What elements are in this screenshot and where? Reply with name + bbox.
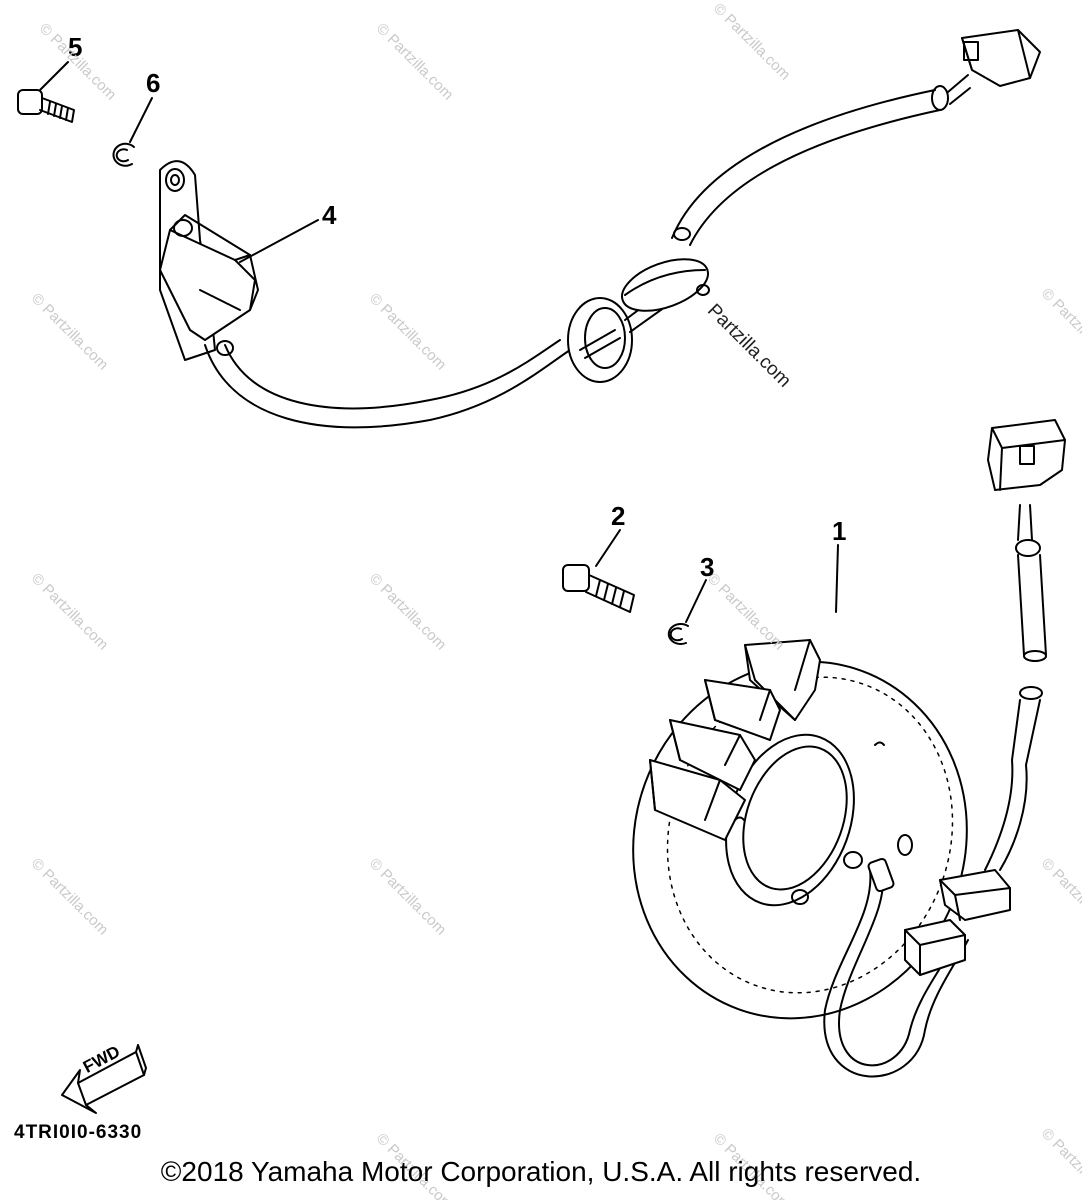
bolt-5 [17,89,75,123]
clip-ring-6 [112,142,135,167]
copyright-notice: ©2018 Yamaha Motor Corporation, U.S.A. A… [160,1156,922,1187]
pulser-coil-4 [159,160,259,361]
pulser-harness [204,29,1041,429]
stator-1 [632,639,969,1078]
callout-part-5: 5 [68,32,83,62]
fwd-arrow-icon [61,1044,147,1114]
callout-part-2: 2 [611,501,626,531]
callout-part-3: 3 [700,552,715,582]
stator-connectors [904,419,1066,976]
clip-ring-3 [667,623,689,645]
callout-part-1: 1 [832,516,847,546]
callout-part-6: 6 [146,68,161,98]
callout-part-4: 4 [322,200,337,230]
diagram-code: 4TRI0I0-6330 [14,1122,143,1143]
bolt-2 [562,564,635,613]
